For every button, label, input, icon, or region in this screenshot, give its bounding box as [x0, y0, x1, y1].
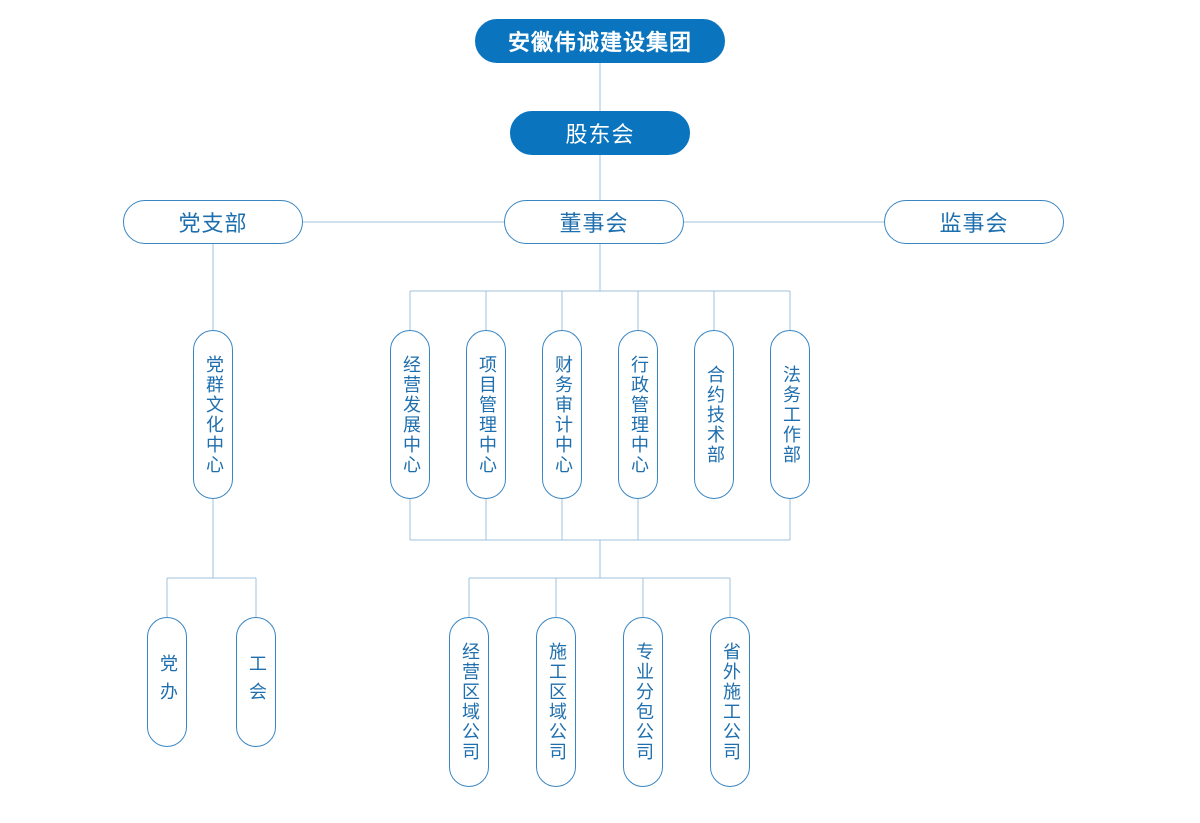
party-unit-label: 工会: [246, 654, 267, 710]
department-label: 法务工作部: [780, 364, 801, 465]
party-culture-center-node: 党群文化中心: [193, 330, 233, 499]
party-branch-label: 党支部: [178, 212, 248, 237]
department-node: 经营发展中心: [390, 330, 430, 499]
supervisory-label: 监事会: [939, 212, 1009, 237]
group-label: 安徽伟诚建设集团: [507, 31, 692, 56]
party-unit-node: 党办: [147, 617, 187, 747]
shareholders-node: 股东会: [510, 111, 690, 155]
company-label: 省外施工公司: [720, 642, 741, 762]
department-label: 合约技术部: [704, 364, 725, 465]
company-label: 施工区域公司: [546, 642, 567, 762]
company-label: 专业分包公司: [633, 642, 654, 762]
party-unit-node: 工会: [236, 617, 276, 747]
department-label: 项目管理中心: [476, 354, 497, 475]
department-label: 财务审计中心: [552, 354, 573, 475]
board-label: 董事会: [559, 212, 629, 237]
company-node: 专业分包公司: [623, 617, 663, 787]
party-unit-label: 党办: [157, 654, 178, 710]
board-node: 董事会: [504, 200, 684, 244]
department-node: 合约技术部: [694, 330, 734, 499]
department-node: 行政管理中心: [618, 330, 658, 499]
company-node: 施工区域公司: [536, 617, 576, 787]
supervisory-node: 监事会: [884, 200, 1064, 244]
party-culture-center-label: 党群文化中心: [203, 354, 224, 475]
company-label: 经营区域公司: [459, 642, 480, 762]
department-node: 财务审计中心: [542, 330, 582, 499]
department-label: 经营发展中心: [400, 354, 421, 475]
company-node: 经营区域公司: [449, 617, 489, 787]
party-branch-node: 党支部: [123, 200, 303, 244]
company-node: 省外施工公司: [710, 617, 750, 787]
group-node: 安徽伟诚建设集团: [475, 19, 725, 63]
department-label: 行政管理中心: [628, 354, 649, 475]
department-node: 法务工作部: [770, 330, 810, 499]
department-node: 项目管理中心: [466, 330, 506, 499]
shareholders-label: 股东会: [565, 123, 635, 148]
